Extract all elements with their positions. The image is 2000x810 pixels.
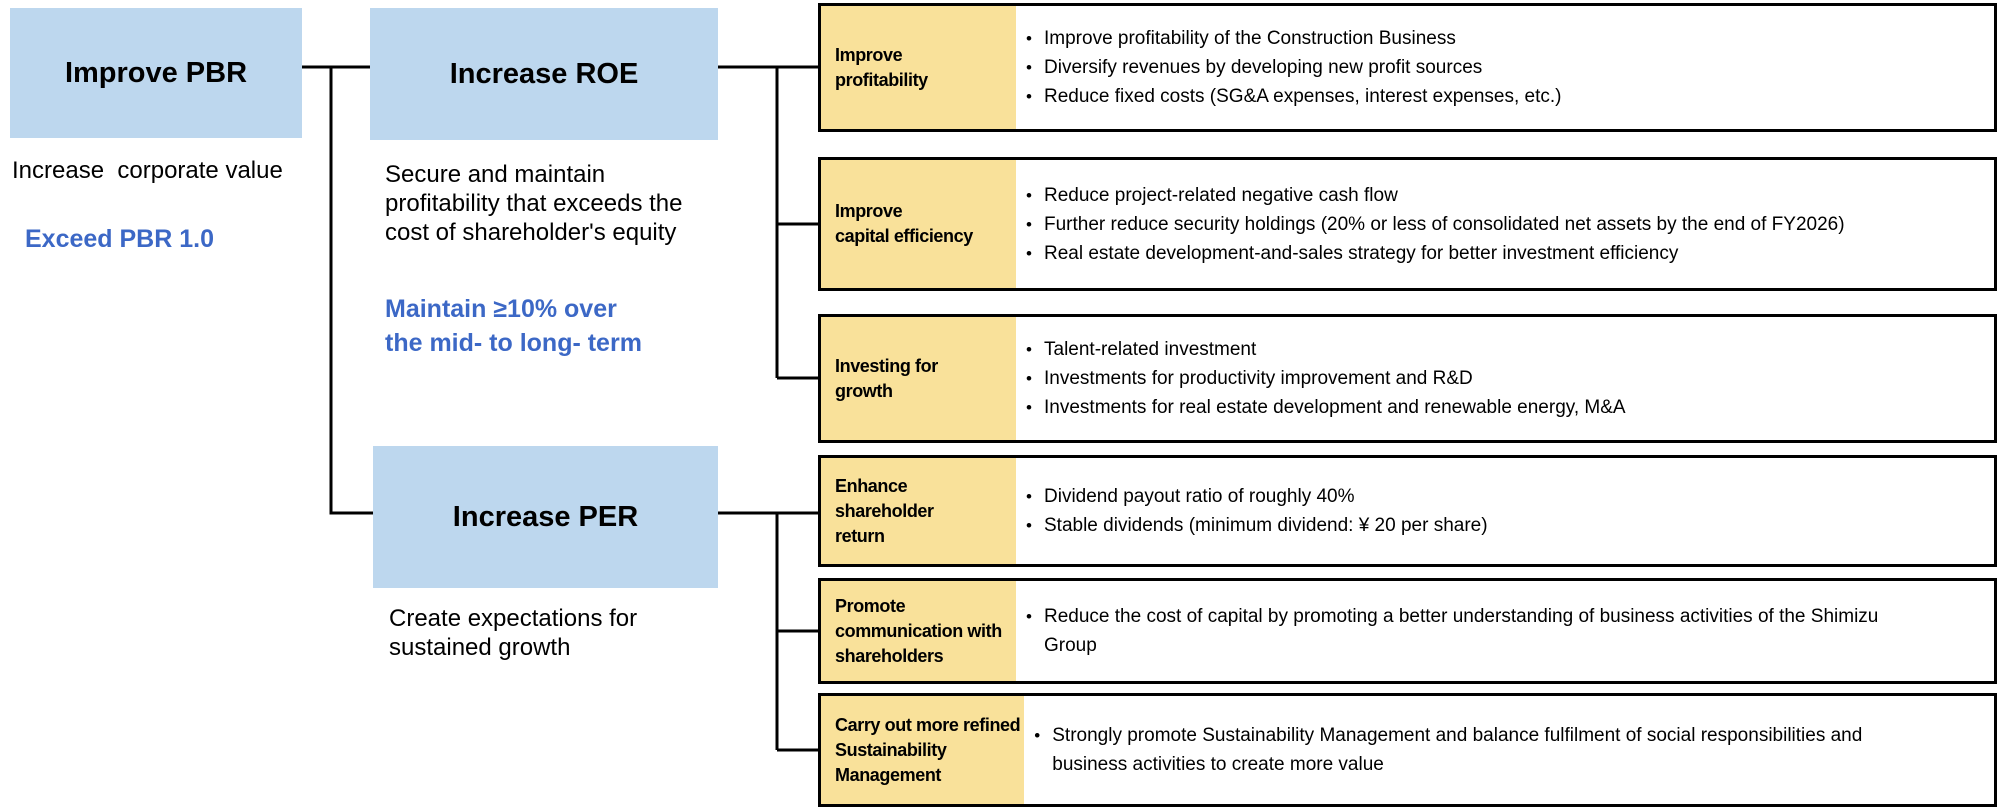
bullet-marker: • [1026,29,1032,48]
bullet-text: Further reduce security holdings (20% or… [1044,213,1845,235]
bullet-text: Reduce fixed costs (SG&A expenses, inter… [1044,86,1562,107]
bullet-item: • Reduce the cost of capital by promotin… [1024,602,1904,660]
row-enhance-shareholder-return: Enhance shareholder return • Dividend pa… [818,455,1997,567]
row-improve-profitability: Improve profitability • Improve profitab… [818,3,1997,132]
bullet-item: • Reduce project-related negative cash f… [1024,181,1904,210]
row-investing-for-growth: Investing for growth • Talent-related in… [818,314,1997,443]
roe-target-text: Maintain ≥10% over the mid- to long- ter… [385,295,642,357]
bullet-text: Dividend payout ratio of roughly 40% [1044,486,1355,507]
row-label-improve-capital-efficiency: Improve capital efficiency [821,160,1016,288]
row-label-text: Improve capital efficiency [835,201,973,246]
bullet-text: Reduce the cost of capital by promoting … [1044,606,1879,656]
increase-per-box: Increase PER [373,446,718,588]
bullet-text: Strongly promote Sustainability Manageme… [1052,725,1863,775]
row-label-text: Investing for growth [835,355,938,401]
row-bullets: • Dividend payout ratio of roughly 40% •… [1016,458,1994,564]
bullet-text: Improve profitability of the Constructio… [1044,28,1456,49]
row-label-text: Enhance shareholder return [835,475,934,546]
row-label-text: Improve profitability [835,44,928,90]
bullet-item: • Talent-related investment [1024,335,1904,364]
pbr-caption: Increase corporate value [12,157,283,184]
increase-roe-box: Increase ROE [370,8,718,140]
row-bullets: • Reduce the cost of capital by promotin… [1016,581,1994,681]
bullet-text: Diversify revenues by developing new pro… [1044,57,1483,78]
roe-caption: Secure and maintain profitability that e… [385,161,683,246]
bullet-marker: • [1026,487,1032,506]
bullet-marker: • [1026,58,1032,77]
row-bullets: • Reduce project-related negative cash f… [1016,160,1994,288]
bullet-text: Investments for real estate development … [1044,397,1626,418]
connector-pbr-to-per [329,67,373,515]
row-label-investing-for-growth: Investing for growth [821,317,1016,440]
bullet-item: • Diversify revenues by developing new p… [1024,53,1904,82]
bullet-marker: • [1026,369,1032,388]
bullet-marker: • [1026,185,1032,205]
row-bullets: • Talent-related investment • Investment… [1016,317,1994,440]
bullet-text: Investments for productivity improvement… [1044,368,1473,389]
pbr-target-text: Exceed PBR 1.0 [25,225,214,253]
row-label-sustainability-management: Carry out more refined Sustainability Ma… [821,696,1025,804]
bullet-text: Stable dividends (minimum dividend: ¥ 20… [1044,515,1488,536]
bullet-item: • Investments for productivity improveme… [1024,364,1904,393]
bullet-marker: • [1026,243,1032,263]
increase-per-title: Increase PER [452,500,639,533]
bullet-text: Reduce project-related negative cash flo… [1044,184,1398,206]
row-label-enhance-shareholder-return: Enhance shareholder return [821,458,1016,564]
bullet-item: • Real estate development-and-sales stra… [1024,239,1904,268]
bullet-marker: • [1026,398,1032,417]
row-bullets: • Strongly promote Sustainability Manage… [1024,696,1994,804]
improve-pbr-box: Improve PBR [10,8,302,138]
bullet-marker: • [1034,726,1041,745]
bullet-item: • Further reduce security holdings (20% … [1024,210,1904,239]
bullet-item: • Stable dividends (minimum dividend: ¥ … [1024,511,1904,540]
bullet-marker: • [1026,214,1032,234]
bullet-item: • Dividend payout ratio of roughly 40% [1024,482,1904,511]
per-caption: Create expectations for sustained growth [389,605,638,661]
row-label-promote-communication: Promote communication with shareholders [821,581,1016,681]
bullet-marker: • [1026,607,1032,626]
increase-roe-title: Increase ROE [449,57,639,90]
bullet-item: • Reduce fixed costs (SG&A expenses, int… [1024,82,1904,111]
bullet-item: • Investments for real estate developmen… [1024,393,1904,422]
bullet-item: • Strongly promote Sustainability Manage… [1032,721,1904,779]
bullet-marker: • [1026,87,1032,106]
bullet-marker: • [1026,340,1032,359]
row-sustainability-management: Carry out more refined Sustainability Ma… [818,693,1997,807]
bullet-text: Real estate development-and-sales strate… [1044,242,1679,264]
improve-pbr-title: Improve PBR [64,56,248,89]
bullet-item: • Improve profitability of the Construct… [1024,24,1904,53]
row-improve-capital-efficiency: Improve capital efficiency • Reduce proj… [818,157,1997,291]
row-bullets: • Improve profitability of the Construct… [1016,6,1994,129]
row-label-text: Carry out more refined Sustainability Ma… [835,714,1021,785]
row-promote-communication: Promote communication with shareholders … [818,578,1997,684]
row-label-improve-profitability: Improve profitability [821,6,1016,129]
bullet-marker: • [1026,516,1032,535]
bullet-text: Talent-related investment [1044,339,1257,360]
row-label-text: Promote communication with shareholders [835,595,1002,666]
